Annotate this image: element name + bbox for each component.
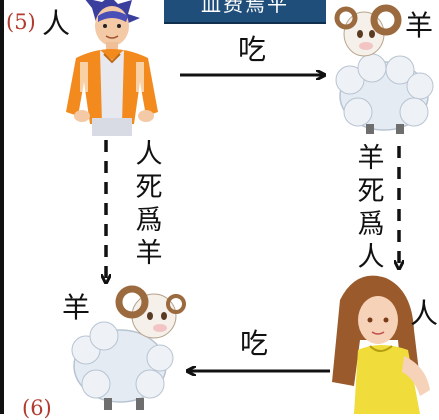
label-sheep-top-right: 羊 [405,9,434,42]
left-char-3: 爲 [135,205,163,236]
label-sheep-bottom-left: 羊 [62,291,91,324]
right-char-4: 人 [357,242,385,273]
left-char-2: 死 [135,172,163,203]
label-bottom-eat: 吃 [240,327,269,360]
right-char-3: 爲 [357,209,385,240]
right-char-1: 羊 [357,143,385,174]
man-figure-top-left [66,0,158,136]
label-person-top-left: 人 [42,7,71,40]
left-char-1: 人 [135,139,163,170]
label-top-eat: 吃 [238,33,267,66]
label-left-vertical: 人 死 爲 羊 [134,138,164,270]
left-char-4: 羊 [135,238,163,269]
label-right-vertical: 羊 死 爲 人 [356,142,386,274]
sheep-top-right [334,4,434,134]
title-banner: 血费焉平 [164,0,326,24]
left-border [0,0,4,414]
problem-number-5: (5) [6,10,36,34]
problem-number-6: (6) [22,396,52,420]
right-char-2: 死 [357,176,385,207]
label-person-bottom-right: 人 [410,297,439,330]
banner-text: 血费焉平 [201,0,289,16]
sheep-bottom-left [71,285,186,410]
woman-figure-bottom-right [332,275,430,414]
